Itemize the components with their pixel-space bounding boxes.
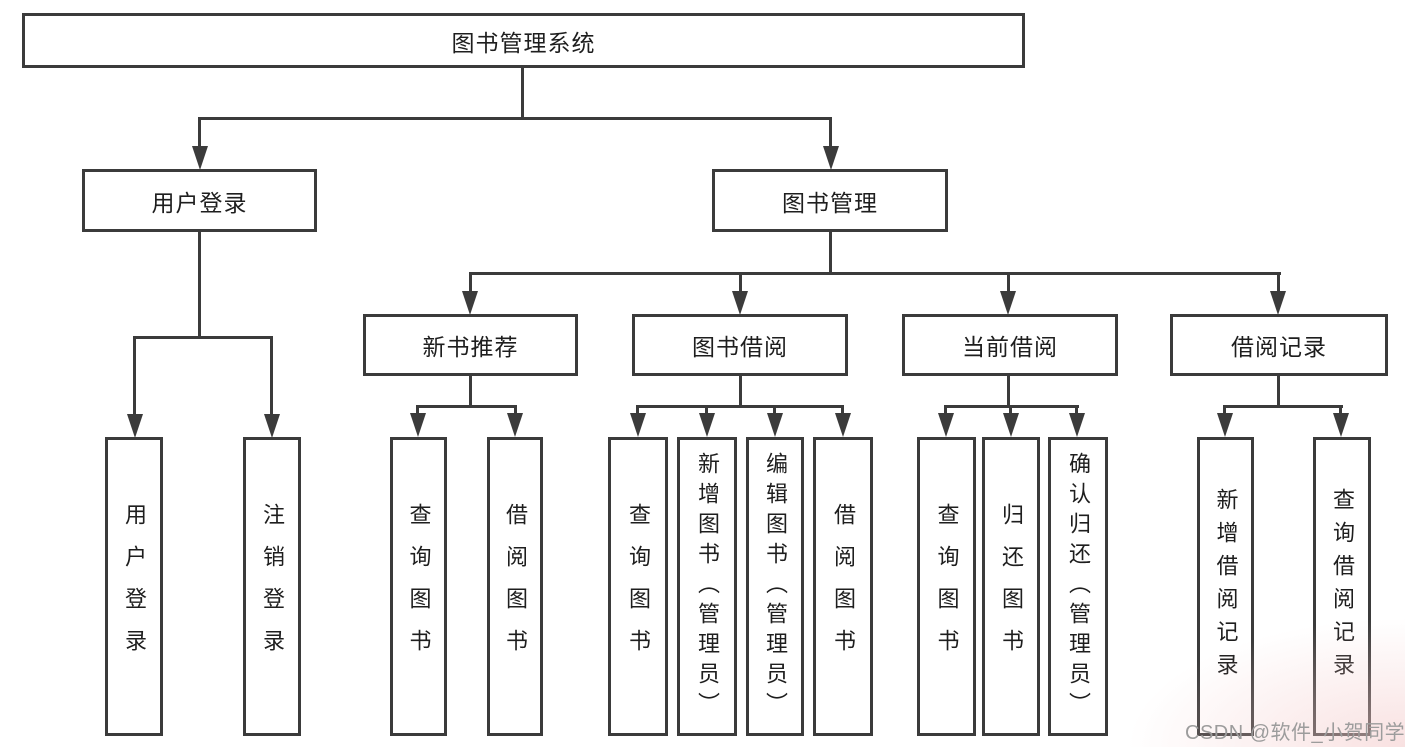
connector-book-stub-2 <box>739 272 742 294</box>
arrow-down <box>699 413 715 437</box>
connector-records-stub-2 <box>1339 405 1342 415</box>
arrow-down <box>127 414 143 438</box>
connector-borrow-stub-3 <box>773 405 776 415</box>
arrow-down <box>1000 291 1016 315</box>
node-book-management: 图书管理 <box>712 169 948 232</box>
connector-current-stub-1 <box>944 405 947 415</box>
connector-records-trunk <box>1277 374 1280 407</box>
arrow-down <box>264 414 280 438</box>
connector-user-stub-2 <box>270 336 273 415</box>
connector-recommend-trunk <box>469 374 472 407</box>
connector-recommend-rail <box>416 405 517 408</box>
leaf-records-add-record: 新增借阅记录 <box>1197 437 1254 736</box>
connector-borrow-trunk <box>739 374 742 407</box>
connector-records-stub-1 <box>1223 405 1226 415</box>
connector-recommend-stub-1 <box>416 405 419 415</box>
arrow-down <box>192 146 208 170</box>
arrow-down <box>1003 413 1019 437</box>
connector-records-rail <box>1223 405 1343 408</box>
connector-book-stub-3 <box>1007 272 1010 294</box>
node-user-login: 用户登录 <box>82 169 317 232</box>
arrow-down <box>410 413 426 437</box>
leaf-current-query-book: 查询图书 <box>917 437 976 736</box>
connector-user-stub-1 <box>133 336 136 415</box>
connector-root-stub-left <box>198 117 201 149</box>
arrow-down <box>1333 413 1349 437</box>
node-book-borrow: 图书借阅 <box>632 314 848 376</box>
connector-book-stub-4 <box>1277 272 1280 294</box>
leaf-borrow-query-book: 查询图书 <box>608 437 668 736</box>
arrow-down <box>767 413 783 437</box>
connector-recommend-stub-2 <box>514 405 517 415</box>
node-new-book-recommend: 新书推荐 <box>363 314 578 376</box>
connector-root-stub-right <box>829 117 832 149</box>
connector-book-stub-1 <box>469 272 472 294</box>
node-current-borrow: 当前借阅 <box>902 314 1118 376</box>
arrow-down <box>462 291 478 315</box>
watermark: CSDN @软件_小贺同学 <box>1185 722 1405 744</box>
connector-current-trunk <box>1007 374 1010 407</box>
connector-book-rail <box>469 272 1281 275</box>
connector-current-stub-3 <box>1075 405 1078 415</box>
connector-borrow-stub-1 <box>636 405 639 415</box>
connector-current-stub-2 <box>1009 405 1012 415</box>
leaf-borrow-add-book-admin: 新增图书（管理员） <box>677 437 737 736</box>
arrow-down <box>507 413 523 437</box>
connector-root-rail <box>198 117 832 120</box>
leaf-borrow-edit-book-admin: 编辑图书（管理员） <box>746 437 804 736</box>
leaf-logout: 注销登录 <box>243 437 301 736</box>
connector-user-rail <box>133 336 273 339</box>
node-root: 图书管理系统 <box>22 13 1025 68</box>
connector-borrow-rail <box>636 405 844 408</box>
connector-book-trunk <box>829 230 832 274</box>
arrow-down <box>1270 291 1286 315</box>
leaf-recommend-query-book: 查询图书 <box>390 437 447 736</box>
leaf-recommend-borrow-book: 借阅图书 <box>487 437 543 736</box>
leaf-current-confirm-return-admin: 确认归还（管理员） <box>1048 437 1108 736</box>
leaf-current-return-book: 归还图书 <box>982 437 1040 736</box>
arrow-down <box>1217 413 1233 437</box>
leaf-borrow-borrow-book: 借阅图书 <box>813 437 873 736</box>
leaf-user-login: 用户登录 <box>105 437 163 736</box>
arrow-down <box>1069 413 1085 437</box>
arrow-down <box>835 413 851 437</box>
arrow-down <box>732 291 748 315</box>
arrow-down <box>630 413 646 437</box>
connector-borrow-stub-4 <box>841 405 844 415</box>
connector-root-trunk <box>521 66 524 118</box>
node-borrow-records: 借阅记录 <box>1170 314 1388 376</box>
connector-user-trunk <box>198 230 201 337</box>
arrow-down <box>823 146 839 170</box>
arrow-down <box>938 413 954 437</box>
leaf-records-query-record: 查询借阅记录 <box>1313 437 1371 736</box>
connector-borrow-stub-2 <box>705 405 708 415</box>
